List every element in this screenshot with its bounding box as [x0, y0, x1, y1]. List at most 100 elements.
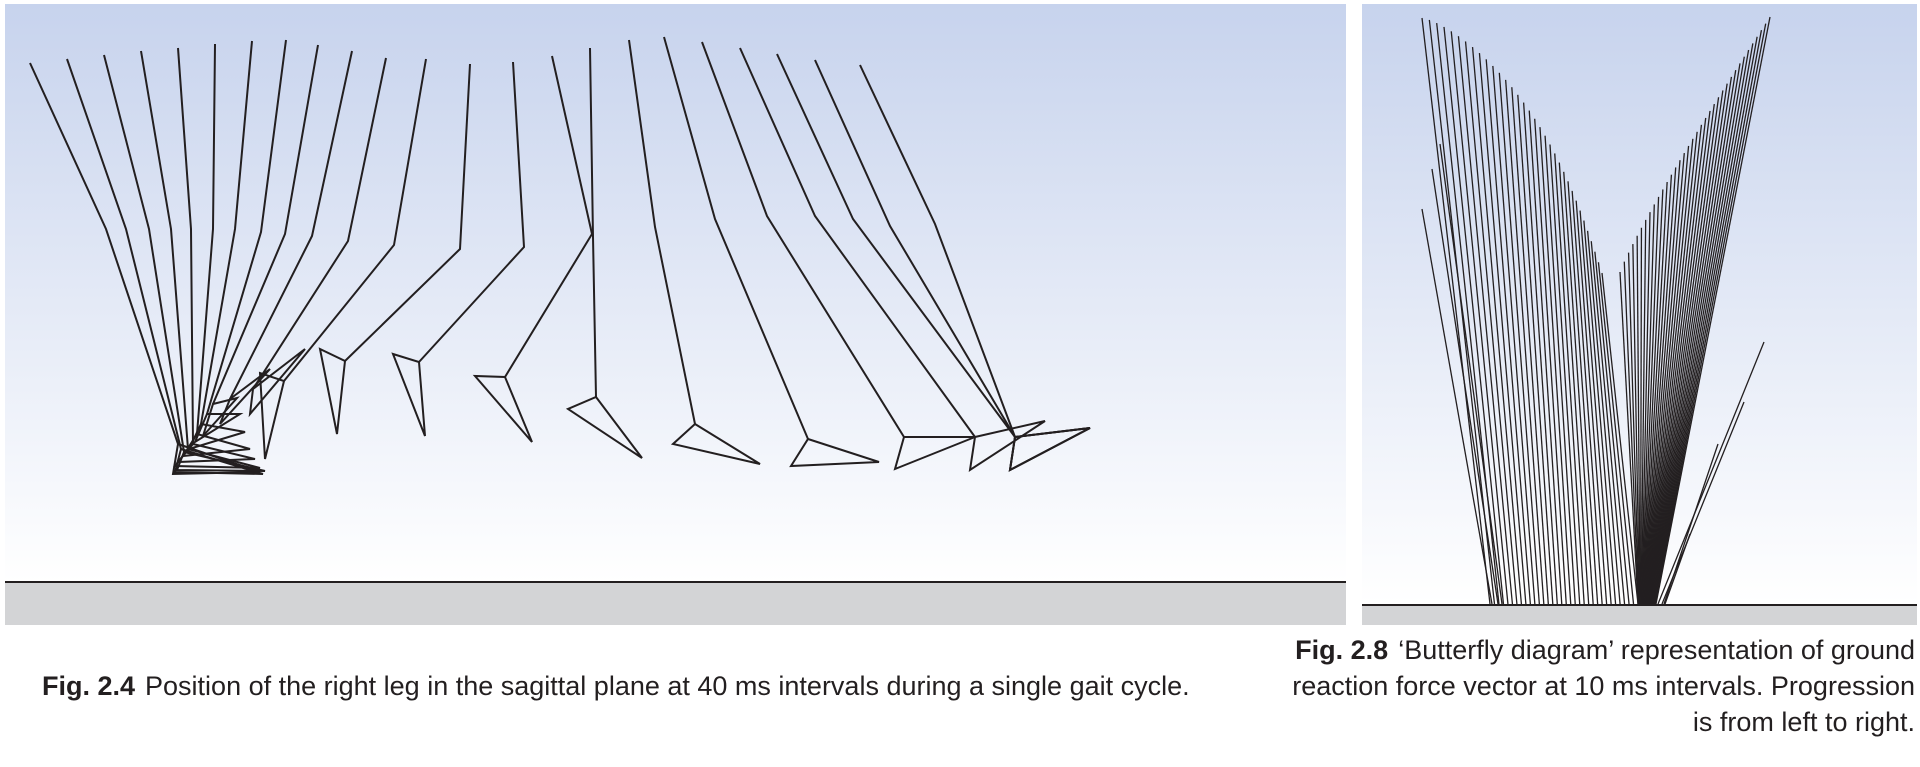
force-vector-11	[1492, 65, 1536, 605]
force-vector-24	[1563, 171, 1594, 605]
force-vector-44	[1640, 219, 1647, 605]
force-vector-35	[1421, 208, 1493, 605]
foot-segment	[565, 395, 643, 459]
leg-segment	[252, 57, 387, 390]
butterfly-diagram	[1362, 4, 1917, 625]
force-vector-61	[1649, 97, 1720, 605]
force-vector-32	[1594, 251, 1630, 605]
figure-caption-2-8: Fig. 2.8‘Butterfly diagram’ representati…	[1290, 632, 1915, 740]
force-vector-69	[1653, 43, 1754, 605]
leg-segment	[776, 53, 1016, 438]
leg-position-19	[701, 41, 976, 471]
leg-segment	[589, 47, 597, 398]
force-vector-64	[1650, 76, 1733, 605]
force-vector-10	[1485, 59, 1532, 605]
foot-segment	[258, 371, 286, 460]
foot-segment	[187, 422, 246, 451]
figure-label: Fig. 2.4	[42, 671, 136, 701]
leg-segment	[29, 62, 179, 445]
force-vector-16	[1522, 102, 1558, 605]
force-vector-74	[1657, 341, 1765, 605]
force-vector-49	[1643, 181, 1668, 605]
foot-segment	[472, 374, 533, 443]
force-vector-19	[1539, 127, 1572, 605]
leg-position-9	[202, 44, 319, 437]
force-vector-21	[1549, 144, 1581, 605]
force-vector-38	[1619, 271, 1639, 605]
force-vector-54	[1645, 145, 1690, 605]
leg-segment	[814, 59, 1016, 438]
force-vector-71	[1654, 30, 1763, 605]
force-vector-20	[1544, 135, 1576, 605]
force-vector-5	[1450, 31, 1509, 605]
force-vector-42	[1636, 235, 1641, 605]
leg-segment	[418, 61, 526, 363]
force-vector-8	[1471, 47, 1523, 605]
caption-text: Position of the right leg in the sagitta…	[145, 671, 1190, 701]
force-vector-57	[1647, 124, 1703, 605]
force-vector-39	[1623, 261, 1640, 605]
force-vector-26	[1571, 190, 1603, 605]
foot-segment	[248, 348, 306, 418]
foot-segment	[391, 352, 426, 437]
force-vector-51	[1644, 167, 1677, 605]
force-vector-9	[1478, 53, 1527, 605]
leg-position-13	[318, 63, 471, 435]
force-vector-55	[1646, 138, 1694, 605]
force-vector-40	[1627, 252, 1640, 605]
leg-stick-figure-canvas	[5, 4, 1346, 625]
force-vector-22	[1554, 153, 1585, 605]
leg-segment	[66, 58, 182, 450]
leg-segment	[206, 39, 287, 415]
force-vector-58	[1647, 117, 1707, 605]
leg-position-diagram	[5, 4, 1346, 625]
force-vector-52	[1644, 160, 1681, 605]
force-vector-7	[1464, 41, 1518, 605]
force-vector-53	[1645, 152, 1685, 605]
force-vector-25	[1567, 181, 1599, 605]
leg-position-17	[628, 39, 761, 465]
foot-segment	[670, 422, 761, 465]
leg-position-23	[859, 64, 1091, 472]
force-vector-43	[1639, 227, 1643, 605]
force-vector-36	[1431, 168, 1499, 605]
force-vector-66	[1651, 63, 1741, 605]
force-vector-46	[1641, 204, 1655, 605]
force-vector-28	[1579, 210, 1612, 605]
force-vector-48	[1642, 189, 1664, 605]
force-vector-14	[1511, 87, 1549, 605]
leg-segment	[283, 58, 427, 382]
leg-positions	[29, 36, 1091, 476]
force-vector-72	[1654, 23, 1767, 605]
leg-segment	[212, 44, 319, 405]
force-vector-59	[1648, 110, 1711, 605]
leg-segment	[739, 47, 976, 438]
force-vector-76	[1663, 443, 1719, 605]
leg-segment	[628, 39, 696, 425]
force-vector-47	[1641, 196, 1660, 605]
force-vector-41	[1632, 244, 1641, 605]
leg-position-10	[219, 50, 353, 425]
force-vector-65	[1651, 70, 1737, 605]
force-vector-17	[1528, 110, 1563, 605]
force-vector-50	[1643, 174, 1673, 605]
leg-position-18	[663, 36, 880, 468]
leg-position-16	[565, 47, 643, 459]
foot-segment	[202, 396, 240, 437]
force-vectors	[1421, 16, 1771, 605]
force-vector-60	[1648, 104, 1715, 605]
leg-segment	[229, 50, 353, 400]
force-vector-63	[1650, 83, 1728, 605]
force-vector-18	[1534, 118, 1567, 605]
force-vector-12	[1498, 72, 1540, 605]
leg-segment	[103, 54, 185, 453]
leg-position-11	[248, 57, 387, 418]
leg-segment	[344, 63, 471, 362]
caption-text: ‘Butterfly diagram’ representation of gr…	[1292, 635, 1915, 737]
foot-segment	[893, 436, 976, 471]
force-vector-6	[1457, 36, 1514, 605]
leg-position-12	[258, 58, 427, 460]
leg-segment	[663, 36, 809, 440]
force-vector-33	[1597, 262, 1635, 605]
sky-background	[5, 4, 1346, 582]
